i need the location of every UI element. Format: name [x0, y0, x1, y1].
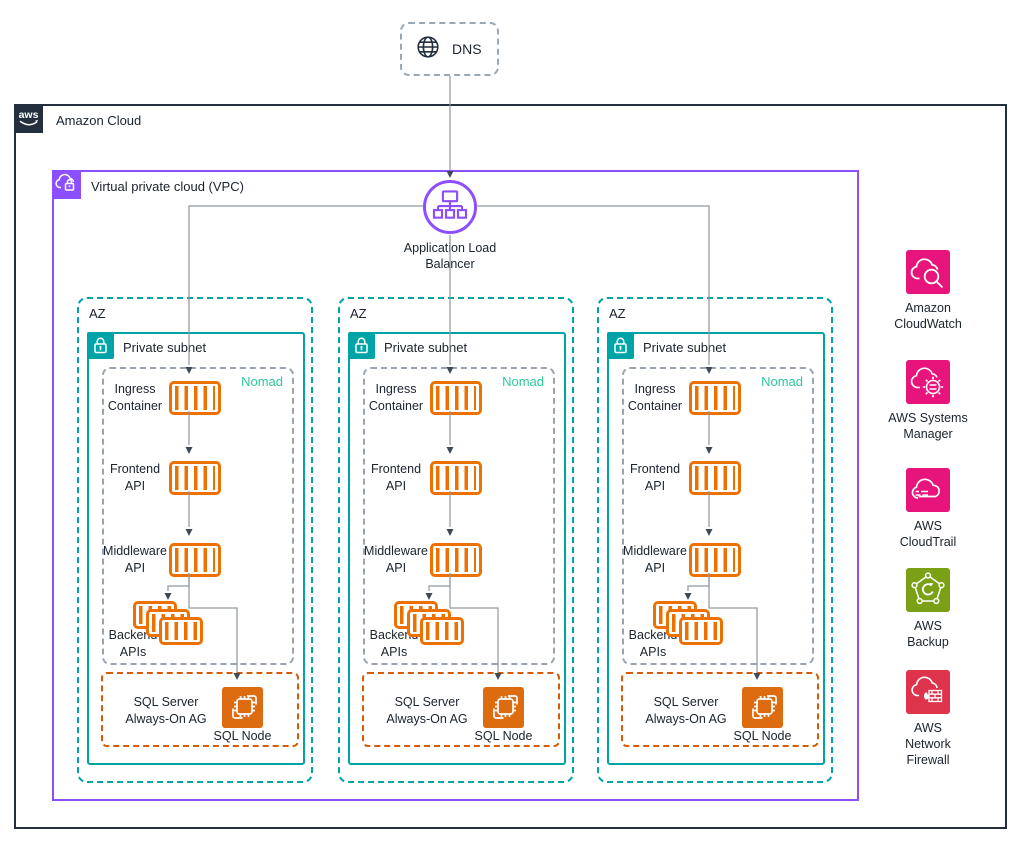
- sql-server-ag-group: SQL Server Always-On AG SQL Node: [362, 672, 560, 747]
- container-icon: [169, 461, 221, 495]
- container-stack-icon: [653, 601, 725, 647]
- private-subnet-label: Private subnet: [123, 340, 207, 355]
- dns-node: DNS: [400, 22, 499, 76]
- az-label: AZ: [609, 306, 626, 321]
- load-balancer-label: Application Load Balancer: [385, 240, 515, 272]
- systems-manager-label: AWS Systems Manager: [888, 411, 968, 441]
- network-firewall-label: AWS Network Firewall: [905, 721, 951, 767]
- middleware-api-label: Middleware API: [103, 544, 167, 575]
- sql-node-label: SQL Node: [213, 729, 272, 743]
- globe-icon: [415, 34, 441, 65]
- container-icon: [430, 543, 482, 577]
- container-icon: [689, 543, 741, 577]
- nomad-label: Nomad: [761, 374, 803, 389]
- private-subnet-label: Private subnet: [384, 340, 468, 355]
- frontend-api-label: Frontend API: [109, 462, 161, 493]
- backend-apis-label: Backend APIs: [628, 628, 678, 659]
- vpc-group: Virtual private cloud (VPC): [52, 170, 859, 801]
- amazon-cloud-group: aws Amazon Cloud: [14, 104, 1007, 829]
- load-balancer-label-line2: Balancer: [425, 257, 475, 271]
- availability-zone-3: AZ Private subnet Nomad Ingress Containe…: [597, 297, 833, 783]
- vpc-label: Virtual private cloud (VPC): [91, 179, 244, 194]
- nomad-label: Nomad: [241, 374, 283, 389]
- cloudtrail-label: AWS CloudTrail: [899, 519, 957, 549]
- container-icon: [430, 461, 482, 495]
- middleware-api-label: Middleware API: [623, 544, 687, 575]
- container-icon: [689, 381, 741, 415]
- availability-zone-1: AZ Private subnet Nomad Ingress Containe…: [77, 297, 313, 783]
- dns-label: DNS: [452, 41, 482, 57]
- nomad-group: Nomad Ingress Container Frontend API Mid…: [102, 367, 294, 665]
- aws-logo-icon: aws: [14, 104, 43, 133]
- frontend-api-label: Frontend API: [629, 462, 681, 493]
- nomad-label: Nomad: [502, 374, 544, 389]
- private-subnet: Private subnet Nomad Ingress Container F…: [607, 332, 825, 765]
- container-icon: [430, 381, 482, 415]
- container-icon: [169, 543, 221, 577]
- container-stack-icon: [133, 601, 205, 647]
- cloudwatch-icon: [906, 250, 950, 294]
- lock-icon: [607, 332, 634, 359]
- private-subnet: Private subnet Nomad Ingress Container F…: [348, 332, 566, 765]
- sql-chip-icon: [742, 687, 783, 728]
- ingress-container-label: Ingress Container: [107, 382, 163, 413]
- amazon-cloud-label: Amazon Cloud: [56, 113, 142, 128]
- vpc-cloud-lock-icon: [52, 170, 81, 199]
- load-balancer-label-line1: Application Load: [403, 241, 497, 255]
- az-label: AZ: [350, 306, 367, 321]
- frontend-api-label: Frontend API: [370, 462, 422, 493]
- availability-zone-2: AZ Private subnet Nomad Ingress Containe…: [338, 297, 574, 783]
- sql-server-ag-group: SQL Server Always-On AG SQL Node: [101, 672, 299, 747]
- network-firewall-icon: [906, 670, 950, 714]
- sql-server-ag-label: SQL Server Always-On AG: [125, 695, 207, 726]
- nomad-group: Nomad Ingress Container Frontend API Mid…: [363, 367, 555, 665]
- backup-icon: [906, 568, 950, 612]
- sql-node-label: SQL Node: [733, 729, 792, 743]
- lock-icon: [87, 332, 114, 359]
- sql-chip-icon: [483, 687, 524, 728]
- load-balancer-icon: [423, 180, 477, 234]
- private-subnet: Private subnet Nomad Ingress Container F…: [87, 332, 305, 765]
- sql-server-ag-label: SQL Server Always-On AG: [645, 695, 727, 726]
- lock-icon: [348, 332, 375, 359]
- aws-logo-text: aws: [19, 109, 39, 121]
- az-label: AZ: [89, 306, 106, 321]
- nomad-group: Nomad Ingress Container Frontend API Mid…: [622, 367, 814, 665]
- private-subnet-label: Private subnet: [643, 340, 727, 355]
- container-icon: [689, 461, 741, 495]
- backup-label: AWS Backup: [907, 619, 949, 649]
- systems-manager-icon: [906, 360, 950, 404]
- backend-apis-label: Backend APIs: [369, 628, 419, 659]
- sql-node-label: SQL Node: [474, 729, 533, 743]
- middleware-api-label: Middleware API: [364, 544, 428, 575]
- sql-server-ag-group: SQL Server Always-On AG SQL Node: [621, 672, 819, 747]
- container-icon: [169, 381, 221, 415]
- ingress-container-label: Ingress Container: [368, 382, 424, 413]
- ingress-container-label: Ingress Container: [627, 382, 683, 413]
- cloudtrail-icon: [906, 468, 950, 512]
- sql-chip-icon: [222, 687, 263, 728]
- container-stack-icon: [394, 601, 466, 647]
- sql-server-ag-label: SQL Server Always-On AG: [386, 695, 468, 726]
- services-sidebar: Amazon CloudWatch AWS Systems Manager: [880, 250, 976, 790]
- backend-apis-label: Backend APIs: [108, 628, 158, 659]
- cloudwatch-label: Amazon CloudWatch: [894, 301, 962, 331]
